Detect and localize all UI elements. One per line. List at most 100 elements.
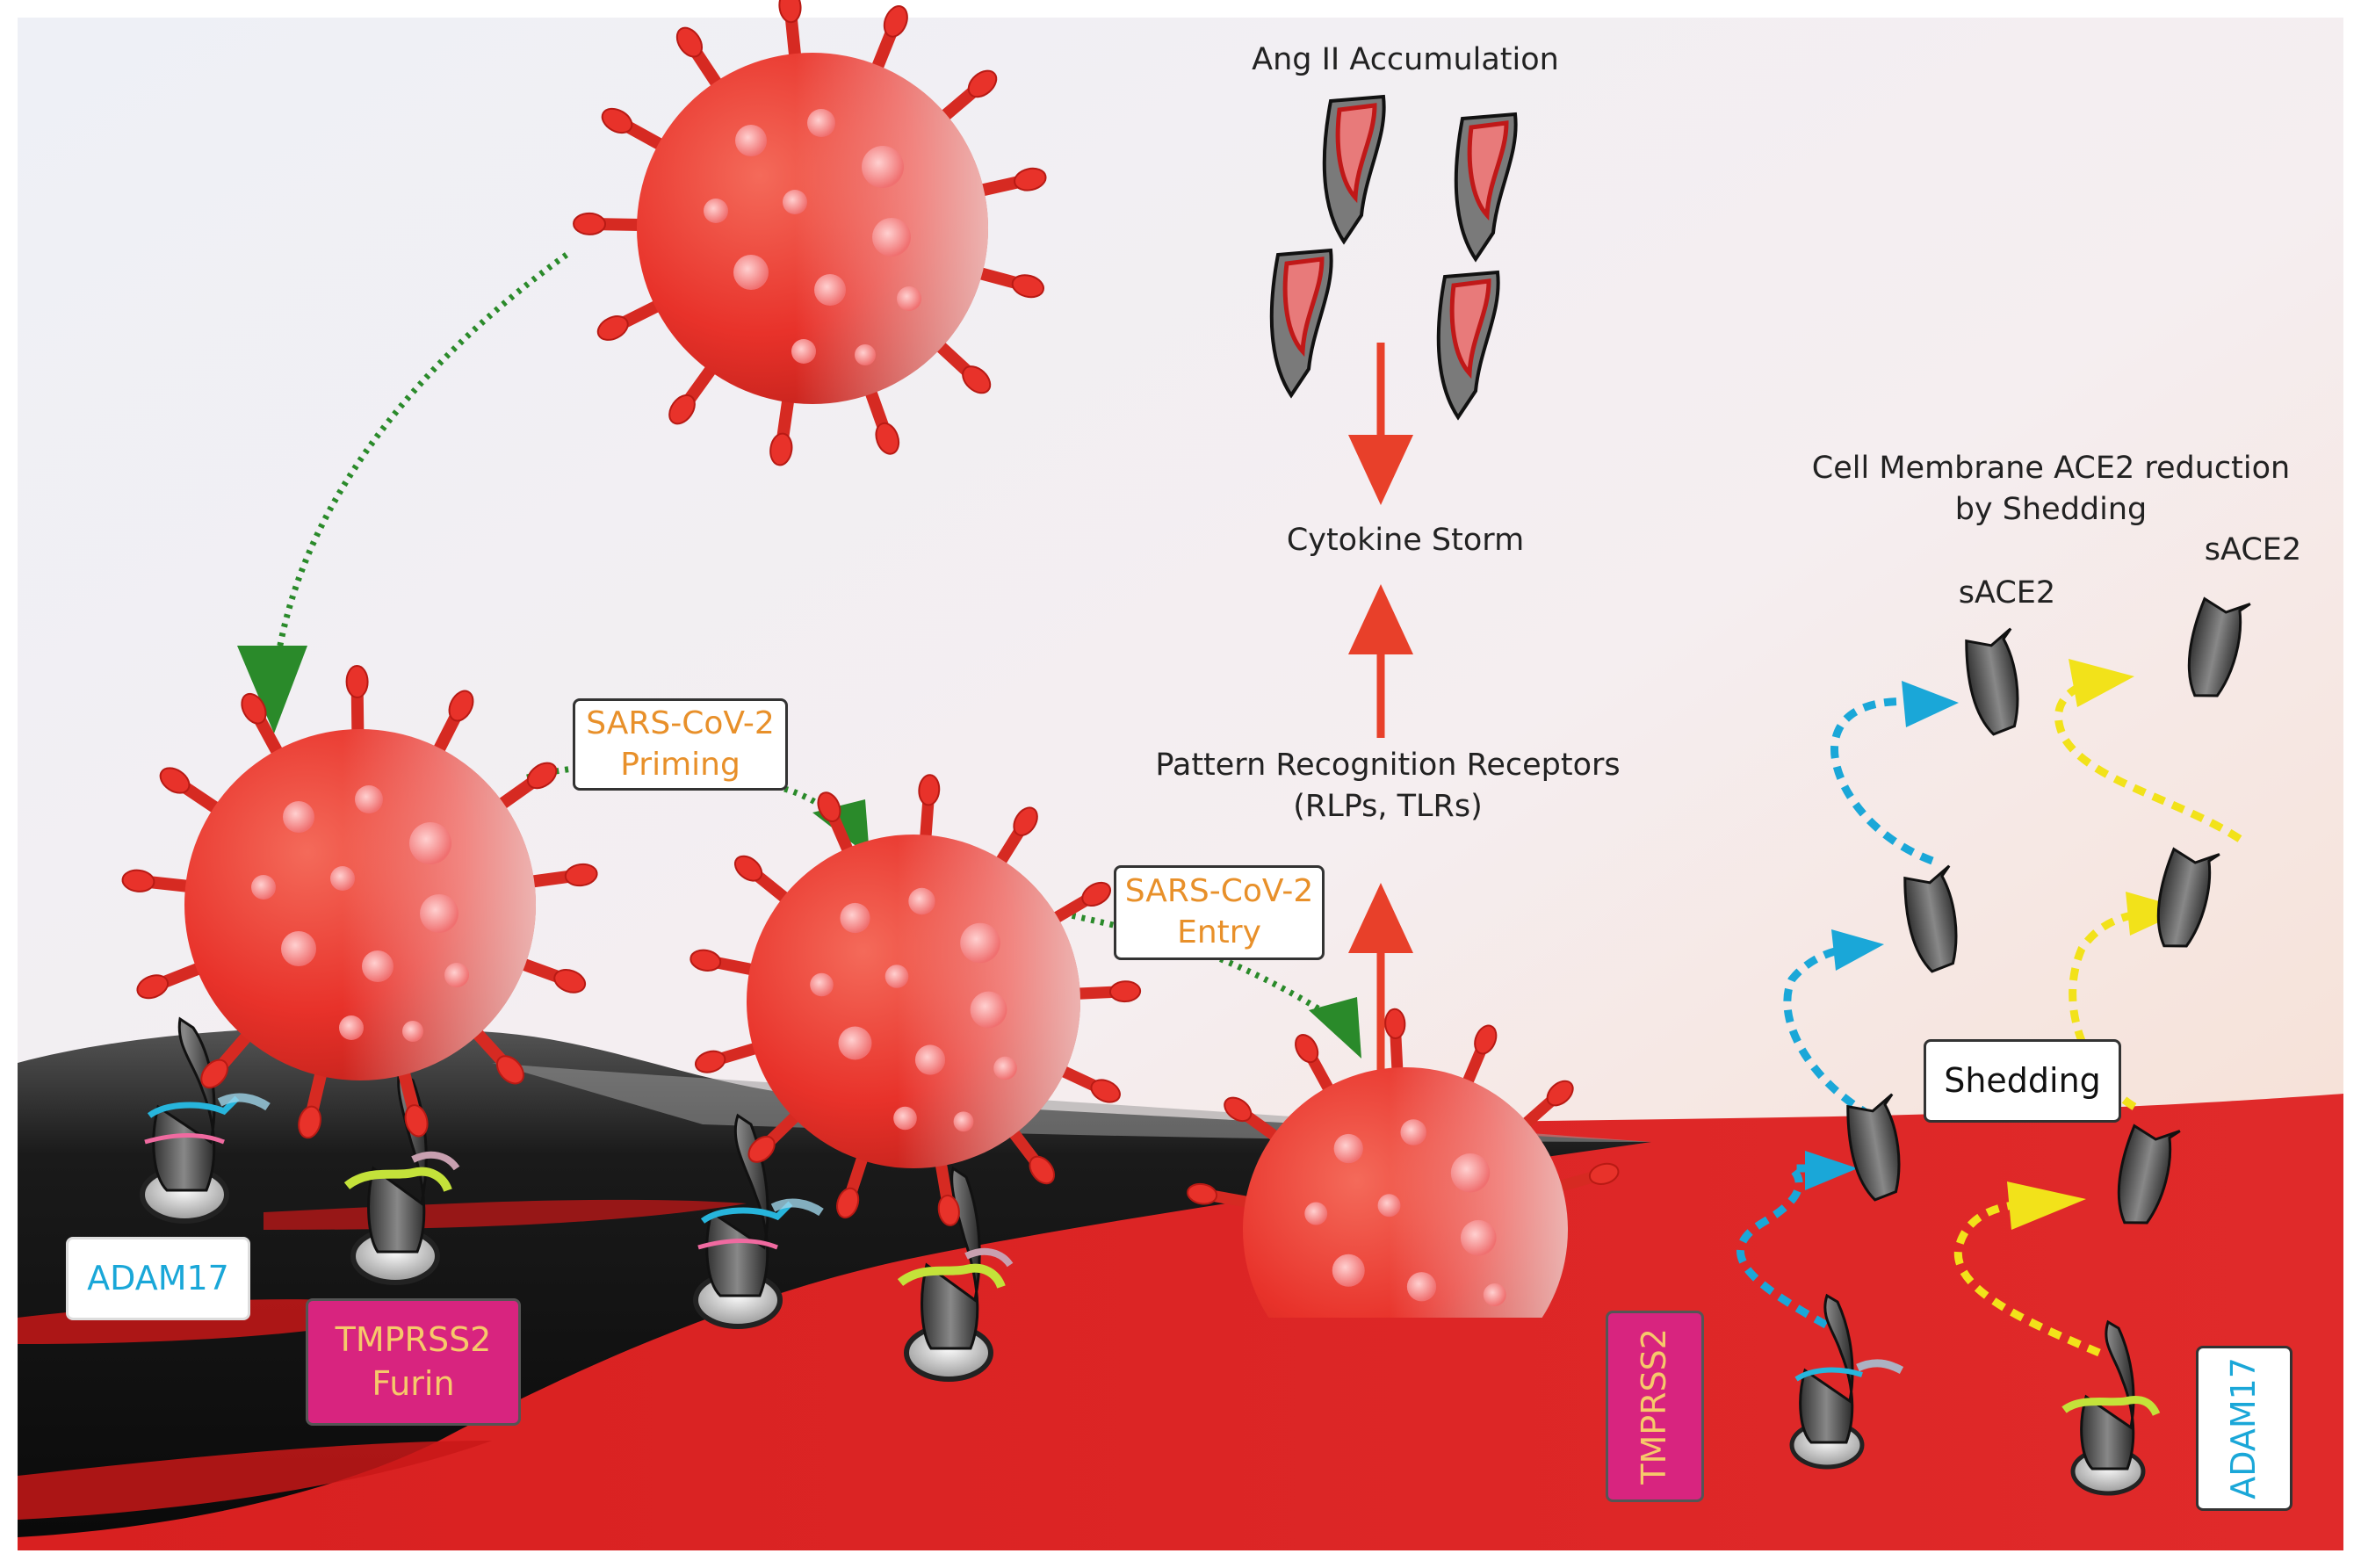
virus-spike-tip — [747, 1135, 776, 1163]
virus-surface-pit — [1483, 1283, 1506, 1306]
virus-spike-tip — [1013, 806, 1038, 836]
virus-particle-free — [573, 0, 1047, 466]
virus-spike-tip — [1546, 1080, 1574, 1107]
virus-surface-pit — [893, 1106, 917, 1131]
virus-surface-pit — [251, 875, 276, 900]
virus-surface-pit — [281, 931, 316, 966]
virus-surface-pit — [330, 866, 355, 891]
virus-surface-pit — [791, 339, 816, 364]
virus-body-highlight — [1243, 1067, 1568, 1318]
virus-spike-tip — [967, 69, 998, 98]
virus-surface-pit — [1332, 1254, 1365, 1287]
virus-spike-tip — [136, 974, 170, 1000]
cytokine-storm-label: Cytokine Storm — [1286, 523, 1525, 558]
yellow-arrowhead-upper — [2069, 659, 2134, 707]
virus-surface-pit — [1377, 1194, 1401, 1218]
membrane-red-streak-2 — [18, 1441, 492, 1520]
sace2-fragment-1 — [1846, 1093, 1901, 1202]
virus-surface-pit — [862, 146, 904, 188]
virus-surface-pit — [704, 199, 728, 223]
red-arrowhead-entry-up — [1348, 883, 1413, 953]
virus-spike-tip — [1384, 1008, 1406, 1039]
virus-spike-tip — [573, 212, 607, 235]
ang-ii-label: Ang II Accumulation — [1252, 42, 1559, 77]
virus-surface-pit — [840, 902, 870, 934]
virus-spike-tip — [1224, 1096, 1253, 1123]
virus-spike-tip — [200, 1059, 228, 1089]
virus-surface-pit — [733, 255, 769, 290]
sace2-label-left: sACE2 — [1958, 575, 2056, 611]
sace2-fragment-6 — [2187, 596, 2251, 697]
virus-spike-tip — [241, 692, 267, 725]
ace2-adam17-receptor-right-2 — [2061, 1319, 2161, 1496]
virus-surface-pit — [855, 344, 876, 365]
blue-arrowhead-upper — [1902, 681, 1959, 727]
virus-surface-pit — [444, 963, 469, 987]
tmprss2-furin-line1: TMPRSS2 — [335, 1320, 492, 1360]
virus-surface-pit — [993, 1056, 1017, 1080]
virus-surface-pit — [1450, 1153, 1491, 1193]
virus-spike-tip — [690, 949, 722, 972]
virus-spike-tip — [448, 690, 474, 722]
virus-spike-tip — [817, 791, 841, 822]
priming-box-line1: SARS-CoV-2 — [586, 705, 775, 741]
virus-spike-tip — [962, 365, 992, 394]
virus-spike-tip — [675, 26, 704, 58]
yellow-arrowhead-lower — [2007, 1181, 2086, 1230]
shedding-box-text: Shedding — [1944, 1060, 2101, 1100]
virus-spike-tip — [553, 969, 587, 994]
membrane-reduction-label: Cell Membrane ACE2 reduction by Shedding — [1765, 448, 2336, 531]
sace2-label-right: sACE2 — [2204, 532, 2302, 567]
virus-spike-tip — [1187, 1182, 1218, 1205]
virus-body-highlight — [184, 729, 536, 1080]
ace2-adam17-receptor-right-1 — [1789, 1293, 1904, 1470]
blue-arrow-upper — [1830, 697, 1934, 865]
virus-spike-tip — [495, 1055, 524, 1085]
yellow-arrow-middle — [2069, 909, 2153, 1110]
virus-spike-tip — [1474, 1024, 1498, 1055]
virus-spike-tip — [937, 1194, 960, 1226]
sace2-fragment-2 — [1903, 864, 1958, 973]
virus-spike-tip — [596, 315, 629, 341]
virus-surface-pit — [355, 785, 383, 813]
virus-spike-tip — [1588, 1162, 1620, 1185]
ang-ii-molecule-3 — [1269, 248, 1333, 399]
virus-spike-tip — [733, 855, 763, 882]
virus-surface-pit — [838, 1026, 872, 1060]
priming-box: SARS-CoV-2 Priming — [573, 698, 788, 791]
yellow-arrow-lower — [1953, 1199, 2101, 1357]
virus-spike-tip — [121, 869, 155, 892]
virus-spike-tip — [918, 774, 941, 806]
virus-spike-tip — [345, 665, 369, 699]
virus-spike-tip — [1029, 1155, 1056, 1185]
virus-body-highlight — [747, 835, 1080, 1168]
sace2-fragment-3 — [1965, 627, 2019, 736]
priming-box-line2: Priming — [620, 746, 740, 783]
tmprss2-furin-line2: Furin — [372, 1363, 455, 1403]
virus-spike-tip — [404, 1104, 429, 1138]
virus-surface-pit — [783, 190, 807, 214]
virus-surface-pit — [810, 972, 834, 997]
ang-ii-molecule-4 — [1436, 270, 1500, 421]
shedding-box: Shedding — [1924, 1039, 2121, 1123]
entry-box-line1: SARS-CoV-2 — [1124, 873, 1314, 910]
tmprss2-box-right-text: TMPRSS2 — [1635, 1328, 1674, 1485]
virus-particle-entering-membrane — [1187, 1008, 1620, 1318]
membrane-reduction-line1: Cell Membrane ACE2 reduction — [1811, 451, 2291, 486]
membrane-reduction-line2: by Shedding — [1954, 492, 2148, 528]
virus-surface-pit — [807, 109, 835, 137]
virus-spike-tip — [298, 1105, 321, 1139]
virus-spike-tip — [668, 394, 696, 425]
adam17-box-right: ADAM17 — [2196, 1346, 2292, 1511]
virus-spike-tip — [694, 1050, 726, 1073]
virus-surface-pit — [953, 1111, 974, 1132]
virus-spike-tip — [769, 432, 793, 466]
virus-surface-pit — [1460, 1219, 1497, 1256]
virus-spike-tip — [875, 422, 900, 455]
virus-spike-tip — [159, 767, 191, 794]
virus-surface-pit — [970, 991, 1007, 1029]
virus-surface-pit — [402, 1021, 423, 1042]
tmprss2-furin-box: TMPRSS2 Furin — [306, 1298, 521, 1426]
virus-surface-pit — [814, 274, 846, 306]
